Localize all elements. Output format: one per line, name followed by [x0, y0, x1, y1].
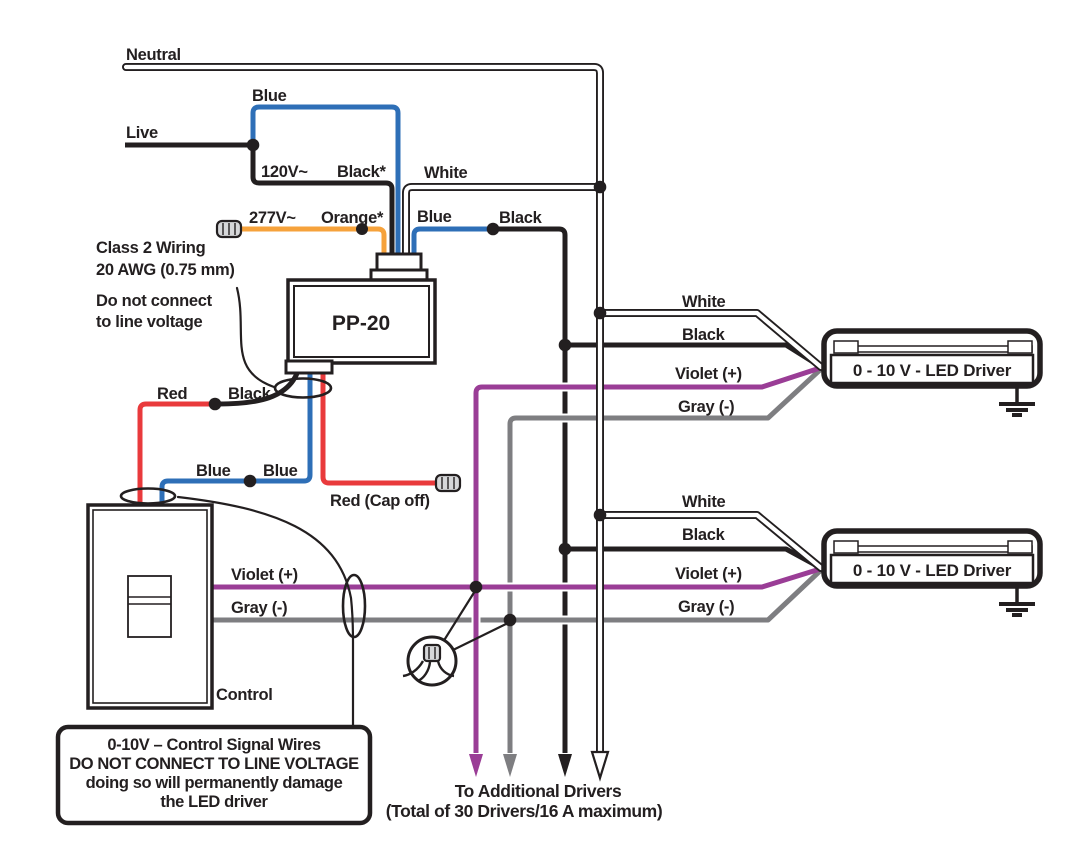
ground-2-icon [999, 602, 1035, 617]
red-to-control-wire [137, 401, 215, 505]
class2-note-line2: 20 AWG (0.75 mm) [96, 261, 235, 279]
black-splice-label: Black [228, 385, 272, 403]
neutral-junction-dot [593, 180, 607, 194]
wire-nut-red-icon [434, 473, 462, 493]
violet-arrow [469, 754, 483, 777]
driver2-black-label: Black [682, 526, 726, 544]
additional-drivers-line1: To Additional Drivers [455, 781, 622, 801]
red-label: Red [157, 385, 187, 403]
warning-line-3: doing so will permanently damage [86, 774, 343, 792]
pp20-box-inner [293, 285, 430, 358]
class2-note-line3: Do not connect [96, 292, 213, 310]
neutral-label: Neutral [126, 46, 181, 64]
orange-277v-wire [240, 226, 387, 262]
led-driver-1-label: 0 - 10 V - LED Driver [853, 361, 1012, 380]
white-label: White [424, 164, 468, 182]
wire-nut-pointer-lines [441, 589, 510, 653]
driver2-violet-label: Violet (+) [675, 565, 742, 583]
black-driver1-junction-dot [558, 338, 572, 352]
black-star-label: Black* [337, 163, 387, 181]
control-wire-loop [119, 487, 177, 505]
violet-control-wire [212, 566, 821, 590]
warning-line-4: the LED driver [160, 793, 268, 811]
live-label: Live [126, 124, 158, 142]
warning-line-1: 0-10V – Control Signal Wires [107, 736, 321, 754]
ground-1-icon [999, 402, 1035, 417]
white-driver2-junction-dot [593, 508, 607, 522]
warning-box [55, 724, 373, 826]
class2-note-line1: Class 2 Wiring [96, 239, 205, 257]
pp20-bottom-connector [284, 359, 334, 375]
blue-splice-dot [243, 474, 257, 488]
black-bus-label: Black [499, 209, 543, 227]
control-paddle[interactable] [127, 575, 172, 638]
class2-leader-line [235, 286, 276, 389]
blue-b-label: Blue [263, 462, 298, 480]
pp20-blue-to-control-wire [159, 368, 313, 505]
gray-arrow [503, 754, 517, 777]
led-driver-1-strip [837, 345, 1033, 353]
pp20-label: PP-20 [332, 312, 390, 335]
driver1-violet-label: Violet (+) [675, 365, 742, 383]
switched-blue-wire [411, 226, 493, 262]
277v-label: 277V~ [249, 209, 296, 227]
led-driver-2-label: 0 - 10 V - LED Driver [853, 561, 1012, 580]
wire-nut-orange-icon [215, 219, 243, 239]
driver2-gray-label: Gray (-) [678, 598, 734, 616]
hot-120v-black-wire [250, 145, 395, 262]
neutral-wire [123, 64, 603, 755]
black-bus-wire [493, 226, 568, 753]
pp20-white-wire [403, 184, 603, 265]
led-driver-1-tab-left [833, 340, 859, 354]
led-driver-1-tab-right [1007, 340, 1033, 354]
violet-junction-dot [469, 580, 483, 594]
gray-junction-dot [503, 613, 517, 627]
driver1-black-label: Black [682, 326, 726, 344]
warning-leader-line [176, 495, 355, 729]
additional-drivers-line2: (Total of 30 Drivers/16 A maximum) [386, 801, 663, 821]
class2-note-line4: to line voltage [96, 313, 203, 331]
driver2-white-feed [597, 512, 824, 571]
control-paddle-divider [128, 596, 171, 605]
blue-loop-label: Blue [252, 87, 287, 105]
led-driver-2-tab-right [1007, 540, 1033, 554]
orange-star-label: Orange* [321, 209, 384, 227]
black-arrow [558, 754, 572, 777]
driver1-gray-label: Gray (-) [678, 398, 734, 416]
blue-loop-wire [250, 104, 401, 262]
gray-control-wire [212, 568, 823, 623]
pp20-wire-loop [273, 377, 333, 399]
driver1-white-label: White [682, 293, 726, 311]
red-cap-off-wire [320, 368, 440, 486]
live-junction-dot [246, 138, 260, 152]
white-arrow [590, 750, 610, 782]
warning-line-2: DO NOT CONNECT TO LINE VOLTAGE [69, 755, 359, 773]
led-driver-1-labelbox [829, 353, 1035, 385]
control-violet-label: Violet (+) [231, 566, 298, 584]
black-driver2-junction-dot [558, 542, 572, 556]
driver2-white-label: White [682, 493, 726, 511]
control-gray-label: Gray (-) [231, 599, 287, 617]
led-driver-2-labelbox [829, 553, 1035, 585]
gray-bus-wire [507, 367, 823, 753]
white-driver1-junction-dot [593, 306, 607, 320]
red-cap-off-label: Red (Cap off) [330, 492, 430, 510]
red-black-splice-dot [208, 397, 222, 411]
120v-label: 120V~ [261, 163, 308, 181]
led-driver-2-strip [837, 545, 1033, 553]
blue-out-label: Blue [417, 208, 452, 226]
wire-nut-circle-icon [402, 635, 458, 687]
blue-black-junction-dot [486, 222, 500, 236]
driver1-white-feed [597, 310, 824, 370]
blue-a-label: Blue [196, 462, 231, 480]
control-label: Control [216, 686, 273, 704]
orange-junction-dot [356, 223, 368, 235]
violet-bus-wire [473, 365, 821, 753]
led-driver-2-tab-left [833, 540, 859, 554]
